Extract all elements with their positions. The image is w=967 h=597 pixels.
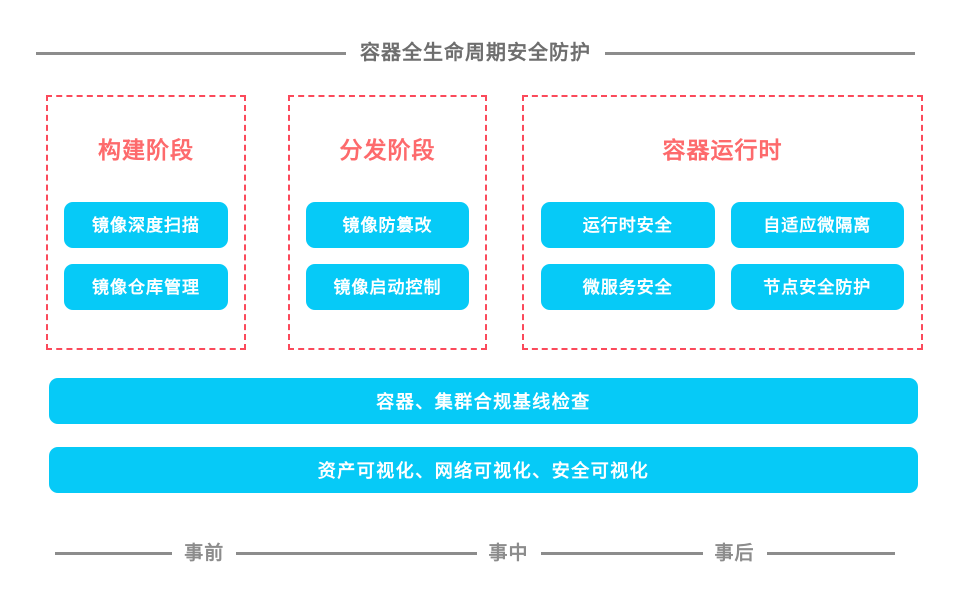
phase-title-build: 构建阶段 <box>98 137 194 163</box>
lifecycle-timeline: 事前 事中 事后 <box>55 538 895 568</box>
phase-items-distribution: 镜像防篡改 镜像启动控制 <box>306 202 469 330</box>
phase-box-runtime: 容器运行时 运行时安全 自适应微隔离 微服务安全 节点安全防护 <box>522 95 923 350</box>
phase-box-build: 构建阶段 镜像深度扫描 镜像仓库管理 <box>46 95 246 350</box>
timeline-rule-2 <box>540 551 703 555</box>
phase-title-runtime: 容器运行时 <box>662 137 783 163</box>
title-rule-left <box>36 51 346 55</box>
page-title: 容器全生命周期安全防护 <box>360 42 591 64</box>
capability-bar-visualization[interactable]: 资产可视化、网络可视化、安全可视化 <box>49 447 918 493</box>
capability-pill[interactable]: 镜像深度扫描 <box>64 202 228 248</box>
phase-items-runtime: 运行时安全 自适应微隔离 微服务安全 节点安全防护 <box>540 202 905 330</box>
capability-pill[interactable]: 镜像启动控制 <box>306 264 469 310</box>
phase-box-distribution: 分发阶段 镜像防篡改 镜像启动控制 <box>288 95 487 350</box>
capability-bar-compliance[interactable]: 容器、集群合规基线检查 <box>49 378 918 424</box>
capability-pill[interactable]: 节点安全防护 <box>730 264 904 310</box>
diagram-title-row: 容器全生命周期安全防护 <box>36 36 915 70</box>
timeline-label-during: 事中 <box>488 542 529 564</box>
capability-pill[interactable]: 自适应微隔离 <box>730 202 904 248</box>
capability-pill[interactable]: 微服务安全 <box>541 264 715 310</box>
capability-pill[interactable]: 镜像仓库管理 <box>64 264 228 310</box>
timeline-label-after: 事后 <box>714 542 755 564</box>
timeline-rule-end <box>766 551 895 555</box>
capability-pill[interactable]: 镜像防篡改 <box>306 202 469 248</box>
capability-pill[interactable]: 运行时安全 <box>541 202 715 248</box>
timeline-label-before: 事前 <box>184 542 225 564</box>
title-rule-right <box>605 51 915 55</box>
timeline-rule-start <box>55 551 173 555</box>
phase-title-distribution: 分发阶段 <box>339 137 436 163</box>
phase-items-build: 镜像深度扫描 镜像仓库管理 <box>64 202 228 330</box>
timeline-rule-1 <box>236 551 477 555</box>
